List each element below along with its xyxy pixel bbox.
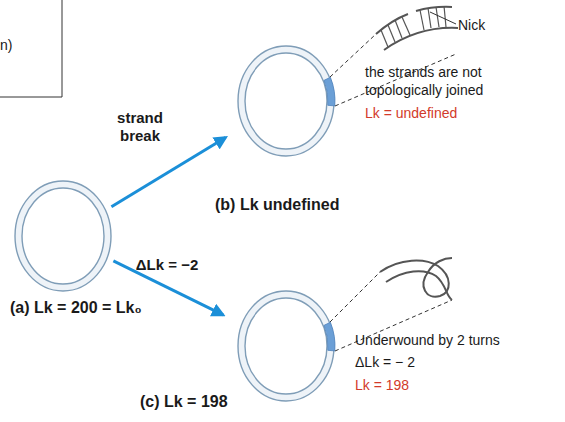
dna-ring xyxy=(15,181,111,291)
base-pairs xyxy=(381,6,446,47)
transition-arrow xyxy=(111,138,225,207)
dna-circle: (b) Lk undefined xyxy=(237,45,335,157)
strand xyxy=(384,28,458,50)
underwound-duplex xyxy=(380,258,452,300)
state-caption: (b) Lk undefined xyxy=(215,195,339,215)
state-caption: (c) Lk = 198 xyxy=(140,392,228,412)
annotation: Nick xyxy=(458,16,518,34)
leader-line xyxy=(430,12,456,24)
annotation: Underwound by 2 turns xyxy=(355,331,555,349)
nicked-duplex xyxy=(376,6,458,50)
annotation: the strands are not topologically joined xyxy=(365,63,525,99)
annotation: Lk = 198 xyxy=(355,376,555,394)
state-caption: (a) Lk = 200 = Lk₀ xyxy=(10,298,142,318)
box-edge xyxy=(62,0,63,97)
strand xyxy=(386,271,452,300)
annotation: ΔLk = − 2 xyxy=(355,353,555,371)
dna-segment xyxy=(324,77,335,106)
strand xyxy=(416,7,452,11)
box-edge xyxy=(0,97,62,98)
annotation: n) xyxy=(0,36,40,54)
circle-outline xyxy=(237,45,335,157)
circle-outline xyxy=(14,180,112,292)
dna-ring xyxy=(238,46,334,156)
edge-label: strand break xyxy=(104,109,176,145)
dna-ring xyxy=(238,291,334,401)
annotation: Lk = undefined xyxy=(365,104,525,122)
dna-circle: (a) Lk = 200 = Lk₀ xyxy=(14,180,112,292)
edge-label: ΔLk = −2 xyxy=(122,256,212,274)
zoom-line xyxy=(330,272,380,322)
dna-segment xyxy=(324,322,335,351)
dna-circle: (c) Lk = 198 xyxy=(237,290,335,402)
circle-outline xyxy=(237,290,335,402)
strand xyxy=(380,258,452,297)
